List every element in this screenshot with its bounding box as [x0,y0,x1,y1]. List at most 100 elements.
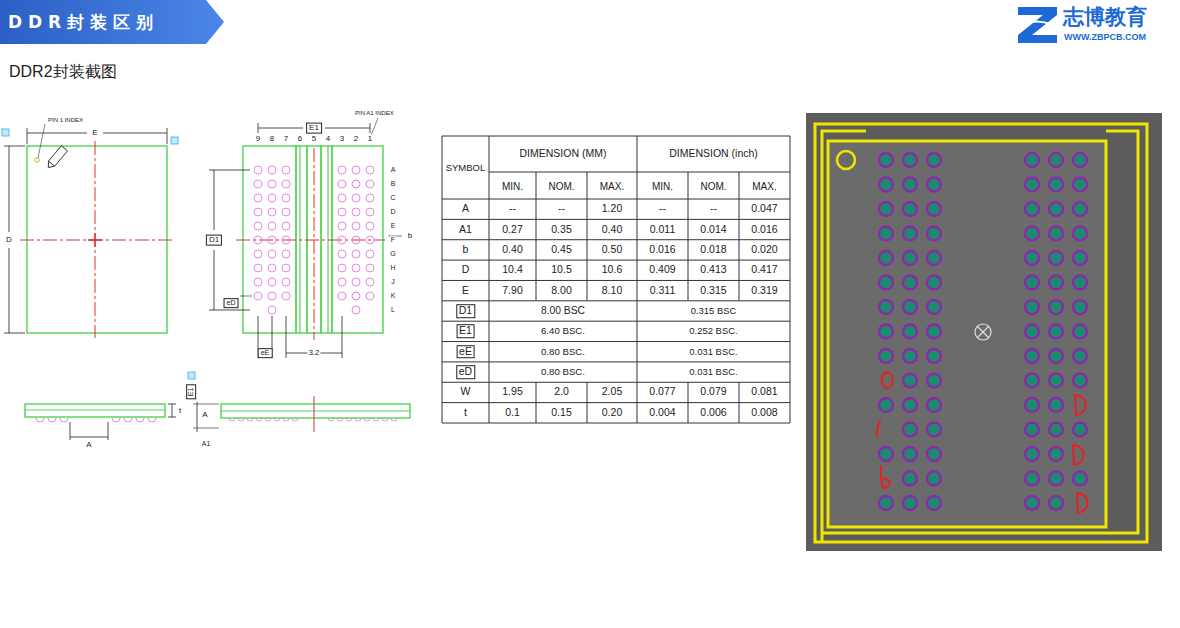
ball-profile [36,418,44,422]
ball-pad [366,166,374,174]
row-letter: E [390,222,397,230]
table-symbol: D1 [456,304,475,318]
pcb-pad [1073,374,1087,388]
dimension-label: E1 [186,385,196,400]
ball-pad [268,180,276,188]
table-rule [688,280,689,300]
table-rule [739,260,740,280]
table-cell: 0.80 BSC. [540,367,586,378]
pcb-pad [903,374,917,388]
table-cell: 0.40 [501,244,523,256]
top-view [2,124,178,338]
table-symbol: b [462,244,470,256]
pcb-pad [879,398,893,412]
pcb-pad [1049,447,1063,461]
table-rule [442,361,790,362]
pcb-pad [1073,202,1087,216]
table-rule [442,300,790,301]
table-rule [739,382,740,402]
callout-text: PIN A1 INDEX [354,110,395,117]
ball-pad [282,194,290,202]
table-cell: 0.079 [699,387,727,399]
table-cell: 1.20 [601,203,623,215]
table-symbol: t [463,407,468,419]
bottom-view [209,118,402,358]
table-header: DIMENSION (inch) [668,148,760,160]
pcb-pad [1073,227,1087,241]
table-rule [739,240,740,260]
table-cell: 0.014 [699,224,727,236]
ball-profile [238,418,244,421]
pcb-pad [903,472,917,486]
pcb-pad [1025,251,1039,265]
ball-pad [254,166,262,174]
column-number: 4 [325,135,331,144]
pcb-pad [1025,300,1039,314]
ball-profile [292,418,298,421]
pcb-pad [1049,178,1063,192]
ball-profile [60,418,68,422]
table-rule [442,136,790,137]
table-rule [587,260,588,280]
table-rule [442,260,790,261]
table-cell: 0.50 [601,244,623,256]
pcb-pad [1073,300,1087,314]
ball-pad [338,166,346,174]
logo-text: 志博教育 [1062,6,1148,29]
table-rule [739,199,740,219]
pcb-pad [1073,349,1087,363]
pcb-pad [903,276,917,290]
pcb-pad [927,178,941,192]
ball-profile [229,418,235,421]
table-rule [739,172,740,199]
ball-pad [352,278,360,286]
ball-pad [366,278,374,286]
ball-pad [254,264,262,272]
table-cell: 0.80 BSC. [540,346,586,357]
table-cell: 1.95 [501,387,523,399]
dimension-label: t [178,407,182,416]
ball-pad [366,180,374,188]
table-header: MIN. [501,180,524,191]
pcb-pad [927,300,941,314]
pcb-pad [879,227,893,241]
table-cell: 0.018 [699,244,727,256]
row-letter: L [390,306,396,314]
table-cell: 2.0 [553,387,570,399]
pcb-pad [927,472,941,486]
table-cell: 0.417 [750,264,778,276]
pcb-pad [1073,153,1087,167]
pcb-pad [1025,447,1039,461]
table-rule [739,403,740,423]
ball-pad [254,250,262,258]
table-cell: 0.20 [601,407,623,419]
pcb-pad [879,447,893,461]
table-cell: 6.40 BSC. [540,326,586,337]
ball-pad [352,166,360,174]
table-cell: 0.077 [648,387,676,399]
pcb-pad [927,398,941,412]
table-rule [587,382,588,402]
table-symbol: A1 [458,224,473,236]
ball-pad [352,236,360,244]
dimension-label: eE [258,348,273,358]
column-number: 6 [297,135,303,144]
pcb-pad [903,496,917,510]
pcb-pad [927,202,941,216]
table-cell: 0.047 [750,203,778,215]
pcb-pad [1049,325,1063,339]
table-rule [536,240,537,260]
table-header: SYMBOL [445,162,487,172]
pcb-pad [1025,496,1039,510]
ball-pad [352,180,360,188]
pcb-pad [1025,202,1039,216]
table-cell: 8.00 [550,285,572,297]
column-number: 7 [283,135,289,144]
table-rule [489,172,790,173]
table-rule [442,423,790,424]
pcb-pad [903,447,917,461]
table-cell: 0.006 [699,407,727,419]
hand-mark [1075,395,1086,415]
subtitle: DDR2封装截图 [8,63,118,81]
table-rule [489,136,490,423]
